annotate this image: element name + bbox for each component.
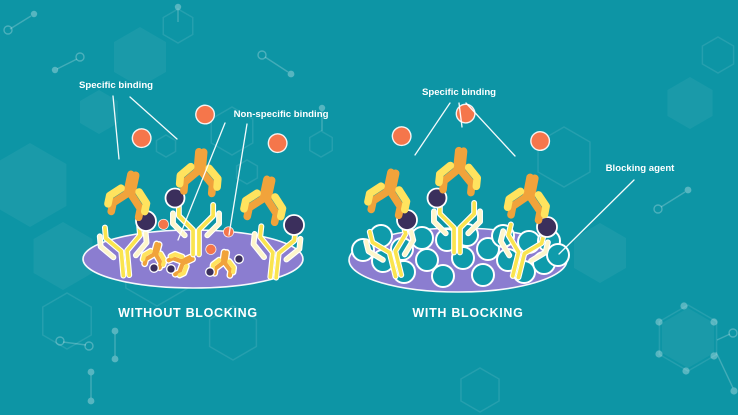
non-specific-protein-icon <box>166 264 176 274</box>
non-specific-protein-icon <box>205 267 215 277</box>
panel-with-blocking: Specific binding Blocking agent WITH BLO… <box>348 87 676 320</box>
blocking-agent-icon <box>431 264 455 288</box>
caption-without-blocking: WITHOUT BLOCKING <box>118 306 258 320</box>
capture-antibodies <box>364 187 558 283</box>
molecule-motif <box>3 3 738 405</box>
label-specific-binding: Specific binding <box>422 87 496 98</box>
blocking-agent-icon <box>415 248 439 272</box>
label-specific-binding: Specific binding <box>79 80 153 91</box>
background-decor <box>0 4 738 412</box>
non-specifically-bound-antibodies <box>142 217 244 277</box>
label-non-specific-binding: Non-specific binding <box>234 109 329 120</box>
blocking-agent-icon <box>451 246 475 270</box>
panel-without-blocking: Specific binding Non-specific binding WI… <box>79 80 329 320</box>
label-blocking-agent: Blocking agent <box>606 163 676 174</box>
pointer-lines <box>112 95 248 241</box>
non-specific-protein-icon <box>234 254 244 264</box>
non-specific-protein-icon <box>164 187 186 209</box>
blocking-agent-icon <box>471 263 495 287</box>
capture-antibodies <box>99 187 305 280</box>
non-specific-protein-icon <box>149 263 159 273</box>
non-specific-protein-icon <box>283 214 305 236</box>
pointer-lines <box>414 102 635 255</box>
caption-with-blocking: WITH BLOCKING <box>412 306 523 320</box>
blocking-agent-icon <box>476 237 500 261</box>
